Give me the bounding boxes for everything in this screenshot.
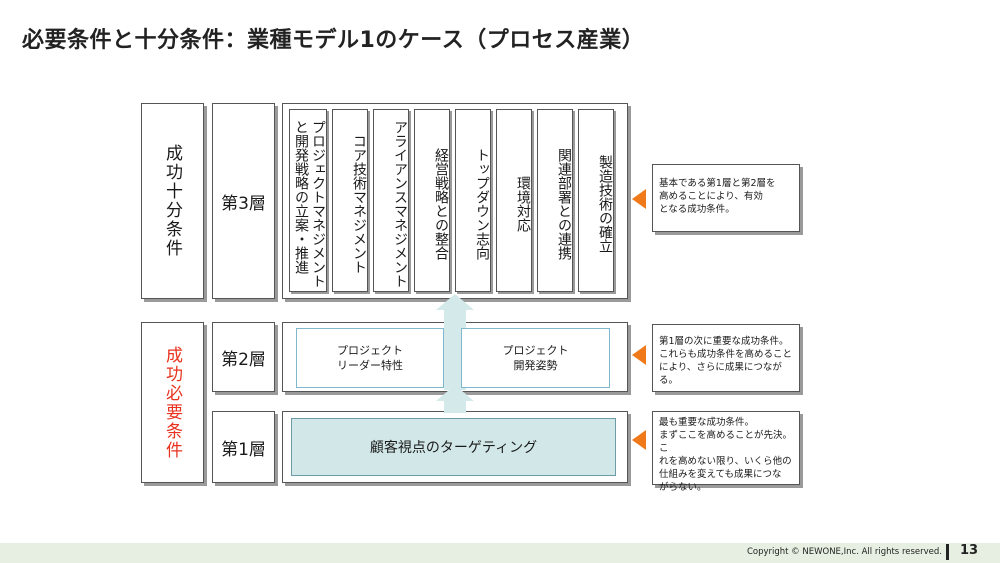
tier2-item-leader-traits: プロジェクト リーダー特性: [296, 328, 444, 388]
tier3-item-environment: 環境対応: [496, 109, 532, 292]
pointer-tier2: [632, 345, 646, 365]
arrow-tier2-to-tier3: [444, 310, 466, 390]
tier2-label: 第2層: [221, 349, 266, 370]
tier3-label: 第3層: [221, 193, 266, 214]
tier1-label-box: 第1層: [212, 411, 275, 483]
tier3-item-alliance: アライアンスマネジメント: [373, 109, 409, 292]
tier3-item-strategy: 経営戦略との整合: [414, 109, 450, 292]
tier3-item-manufacturing: 製造技術の確立: [578, 109, 614, 292]
sufficient-condition-box: 成功十分条件: [141, 103, 204, 299]
pointer-tier3: [632, 189, 646, 209]
sufficient-condition-label: 成功十分条件: [162, 144, 182, 258]
arrow-tier1-to-tier2: [444, 399, 466, 413]
note-tier3: 基本である第1層と第2層を 高めることにより、有効 となる成功条件。: [652, 164, 800, 232]
note-tier1: 最も重要な成功条件。 まずここを高めることが先決。こ れを高めない限り、いくら他…: [652, 411, 800, 493]
necessary-condition-box: 成功必要条件: [141, 322, 204, 483]
tier3-item-core-tech: コア技術マネジメント: [332, 109, 368, 292]
tier2-item-dev-stance: プロジェクト 開発姿勢: [461, 328, 610, 388]
slide-title: 必要条件と十分条件：業種モデル1のケース（プロセス産業）: [22, 28, 645, 53]
necessary-condition-label: 成功必要条件: [162, 345, 182, 460]
tier2-label-box: 第2層: [212, 322, 275, 392]
note-tier2: 第1層の次に重要な成功条件。 これらも成功条件を高めること により、さらに成果に…: [652, 324, 800, 392]
arrow-head-tier2: [436, 385, 474, 401]
arrow-head-tier3: [436, 294, 474, 310]
copyright-text: Copyright © NEWONE,Inc. All rights reser…: [746, 547, 942, 557]
tier3-item-topdown: トップダウン志向: [455, 109, 491, 292]
tier3-item-project-management: プロジェクトマネジメント と開発戦略の立案・推進: [289, 109, 327, 292]
pointer-tier1: [632, 430, 646, 450]
footer-bar: [0, 543, 1000, 563]
tier3-label-box: 第3層: [212, 103, 275, 299]
footer-separator: [946, 544, 949, 560]
page-number: 13: [960, 543, 979, 558]
tier1-label: 第1層: [221, 439, 266, 460]
tier1-item-targeting: 顧客視点のターゲティング: [291, 418, 616, 476]
tier3-item-collaboration: 関連部署との連携: [537, 109, 573, 292]
